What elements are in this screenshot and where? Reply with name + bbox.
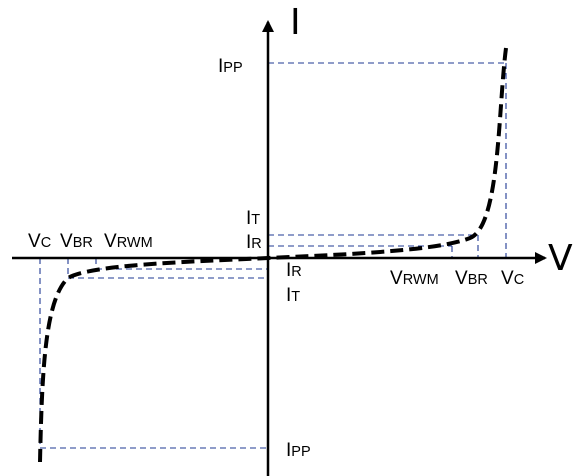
label-vbr-positive: VBR bbox=[455, 268, 488, 289]
label-it-negative: IT bbox=[286, 285, 300, 306]
label-ipp-positive: IPP bbox=[218, 56, 243, 77]
iv-characteristic-curve bbox=[38, 47, 508, 463]
label-vrwm-positive: VRWM bbox=[390, 268, 439, 289]
label-ir-negative: IR bbox=[286, 260, 302, 281]
label-ipp-negative: IPP bbox=[286, 440, 311, 461]
current-axis-symbol: I bbox=[290, 2, 301, 43]
label-vbr-negative: VBR bbox=[60, 231, 93, 252]
label-ir-positive: IR bbox=[246, 232, 262, 253]
label-vc-positive: VC bbox=[501, 268, 524, 289]
label-it-positive: IT bbox=[246, 208, 260, 229]
label-vc-negative: VC bbox=[28, 231, 51, 252]
voltage-axis-symbol: V bbox=[548, 238, 573, 279]
guide-lines bbox=[39, 62, 507, 449]
label-vrwm-negative: VRWM bbox=[104, 231, 153, 252]
